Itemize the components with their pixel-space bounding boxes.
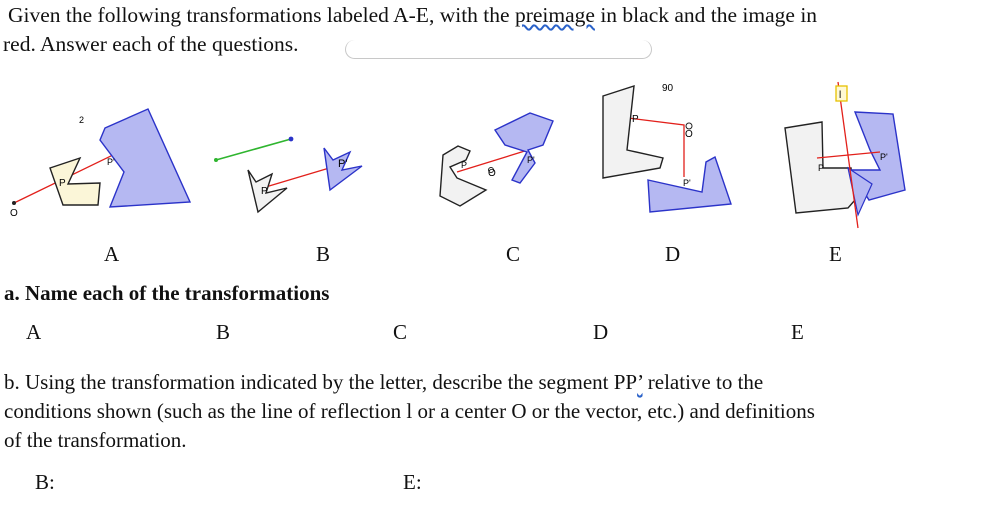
answer-b-label: B: xyxy=(35,470,55,494)
angle-label: 90 xyxy=(662,83,674,94)
figure-label-d: D xyxy=(665,242,681,266)
figure-b: P P' xyxy=(214,136,363,214)
preimage-polygon xyxy=(49,156,101,206)
label-p-prime: P' xyxy=(107,157,115,167)
answer-field[interactable] xyxy=(345,40,652,59)
scale-label: 2 xyxy=(79,115,84,125)
answer-label-d: D xyxy=(593,320,609,344)
spellcheck-mark[interactable]: ’ xyxy=(637,370,643,394)
label-p-prime: P' xyxy=(338,158,347,170)
label-o: O xyxy=(488,168,496,179)
label-p: P xyxy=(461,160,467,170)
answer-label-b: B xyxy=(216,320,231,344)
figure-a: O P P' 2 xyxy=(10,108,192,219)
image-polygon xyxy=(647,155,732,213)
intro-text-end: in black and the image in xyxy=(594,3,818,27)
line-label-box xyxy=(835,85,848,102)
preimage-polygon xyxy=(602,85,664,179)
answer-label-e: E xyxy=(791,320,804,344)
vector-start-point xyxy=(214,158,218,162)
intro-line-2: red. Answer each of the questions. xyxy=(3,32,299,56)
center-point xyxy=(12,201,16,205)
label-p-prime: P' xyxy=(880,152,888,162)
label-o: O xyxy=(685,129,693,140)
label-p-prime: P' xyxy=(527,155,535,165)
question-b-line-2: conditions shown (such as the line of re… xyxy=(4,399,815,423)
intro-comma: , xyxy=(428,3,435,27)
segment-pp xyxy=(816,151,881,159)
intro-text: Given the following transformations labe… xyxy=(8,3,429,27)
segment-pp xyxy=(456,149,529,173)
question-b-line-3: of the transformation. xyxy=(4,428,187,452)
intro-text-mid: with the xyxy=(434,3,515,27)
rotation-arms xyxy=(627,117,685,177)
transformations-figure: O P P' 2 P P' P O P' 90 P O P' xyxy=(10,81,906,229)
preimage-polygon xyxy=(439,145,488,207)
image-polygon xyxy=(493,112,554,184)
figure-label-b: B xyxy=(316,242,331,266)
answer-label-a: A xyxy=(26,320,42,344)
label-p: P xyxy=(261,186,268,197)
answer-label-c: C xyxy=(393,320,408,344)
figure-e: l P P' xyxy=(784,81,906,229)
line-label: l xyxy=(839,90,841,101)
question-b-line-1: b. Using the transformation indicated by… xyxy=(4,372,763,393)
question-b-text-end: relative to the xyxy=(642,370,764,394)
center-point xyxy=(488,167,494,173)
label-p: P xyxy=(632,114,639,125)
image-polygon xyxy=(99,108,192,208)
figure-label-c: C xyxy=(506,242,521,266)
translation-vector xyxy=(215,138,292,161)
figure-label-a: A xyxy=(104,242,120,266)
vector-end-point xyxy=(288,136,294,142)
figure-c: P O P' xyxy=(439,112,554,207)
figure-d: 90 P O P' xyxy=(602,83,732,213)
intro-line-1: Given the following transformations labe… xyxy=(8,3,818,27)
question-a-prompt: a. Name each of the transformations xyxy=(4,281,330,305)
label-p: P xyxy=(59,178,66,189)
spellcheck-word[interactable]: preimage xyxy=(514,3,595,27)
answer-e-label: E: xyxy=(403,470,422,494)
figure-label-e: E xyxy=(829,242,842,266)
label-p: P xyxy=(818,163,824,173)
preimage-polygon xyxy=(247,169,288,214)
segment-pp xyxy=(258,165,337,190)
label-o: O xyxy=(10,208,18,219)
question-b-text: b. Using the transformation indicated by… xyxy=(4,370,638,394)
image-polygon xyxy=(323,147,363,192)
center-point xyxy=(685,122,693,130)
label-p-prime: P' xyxy=(683,178,691,188)
